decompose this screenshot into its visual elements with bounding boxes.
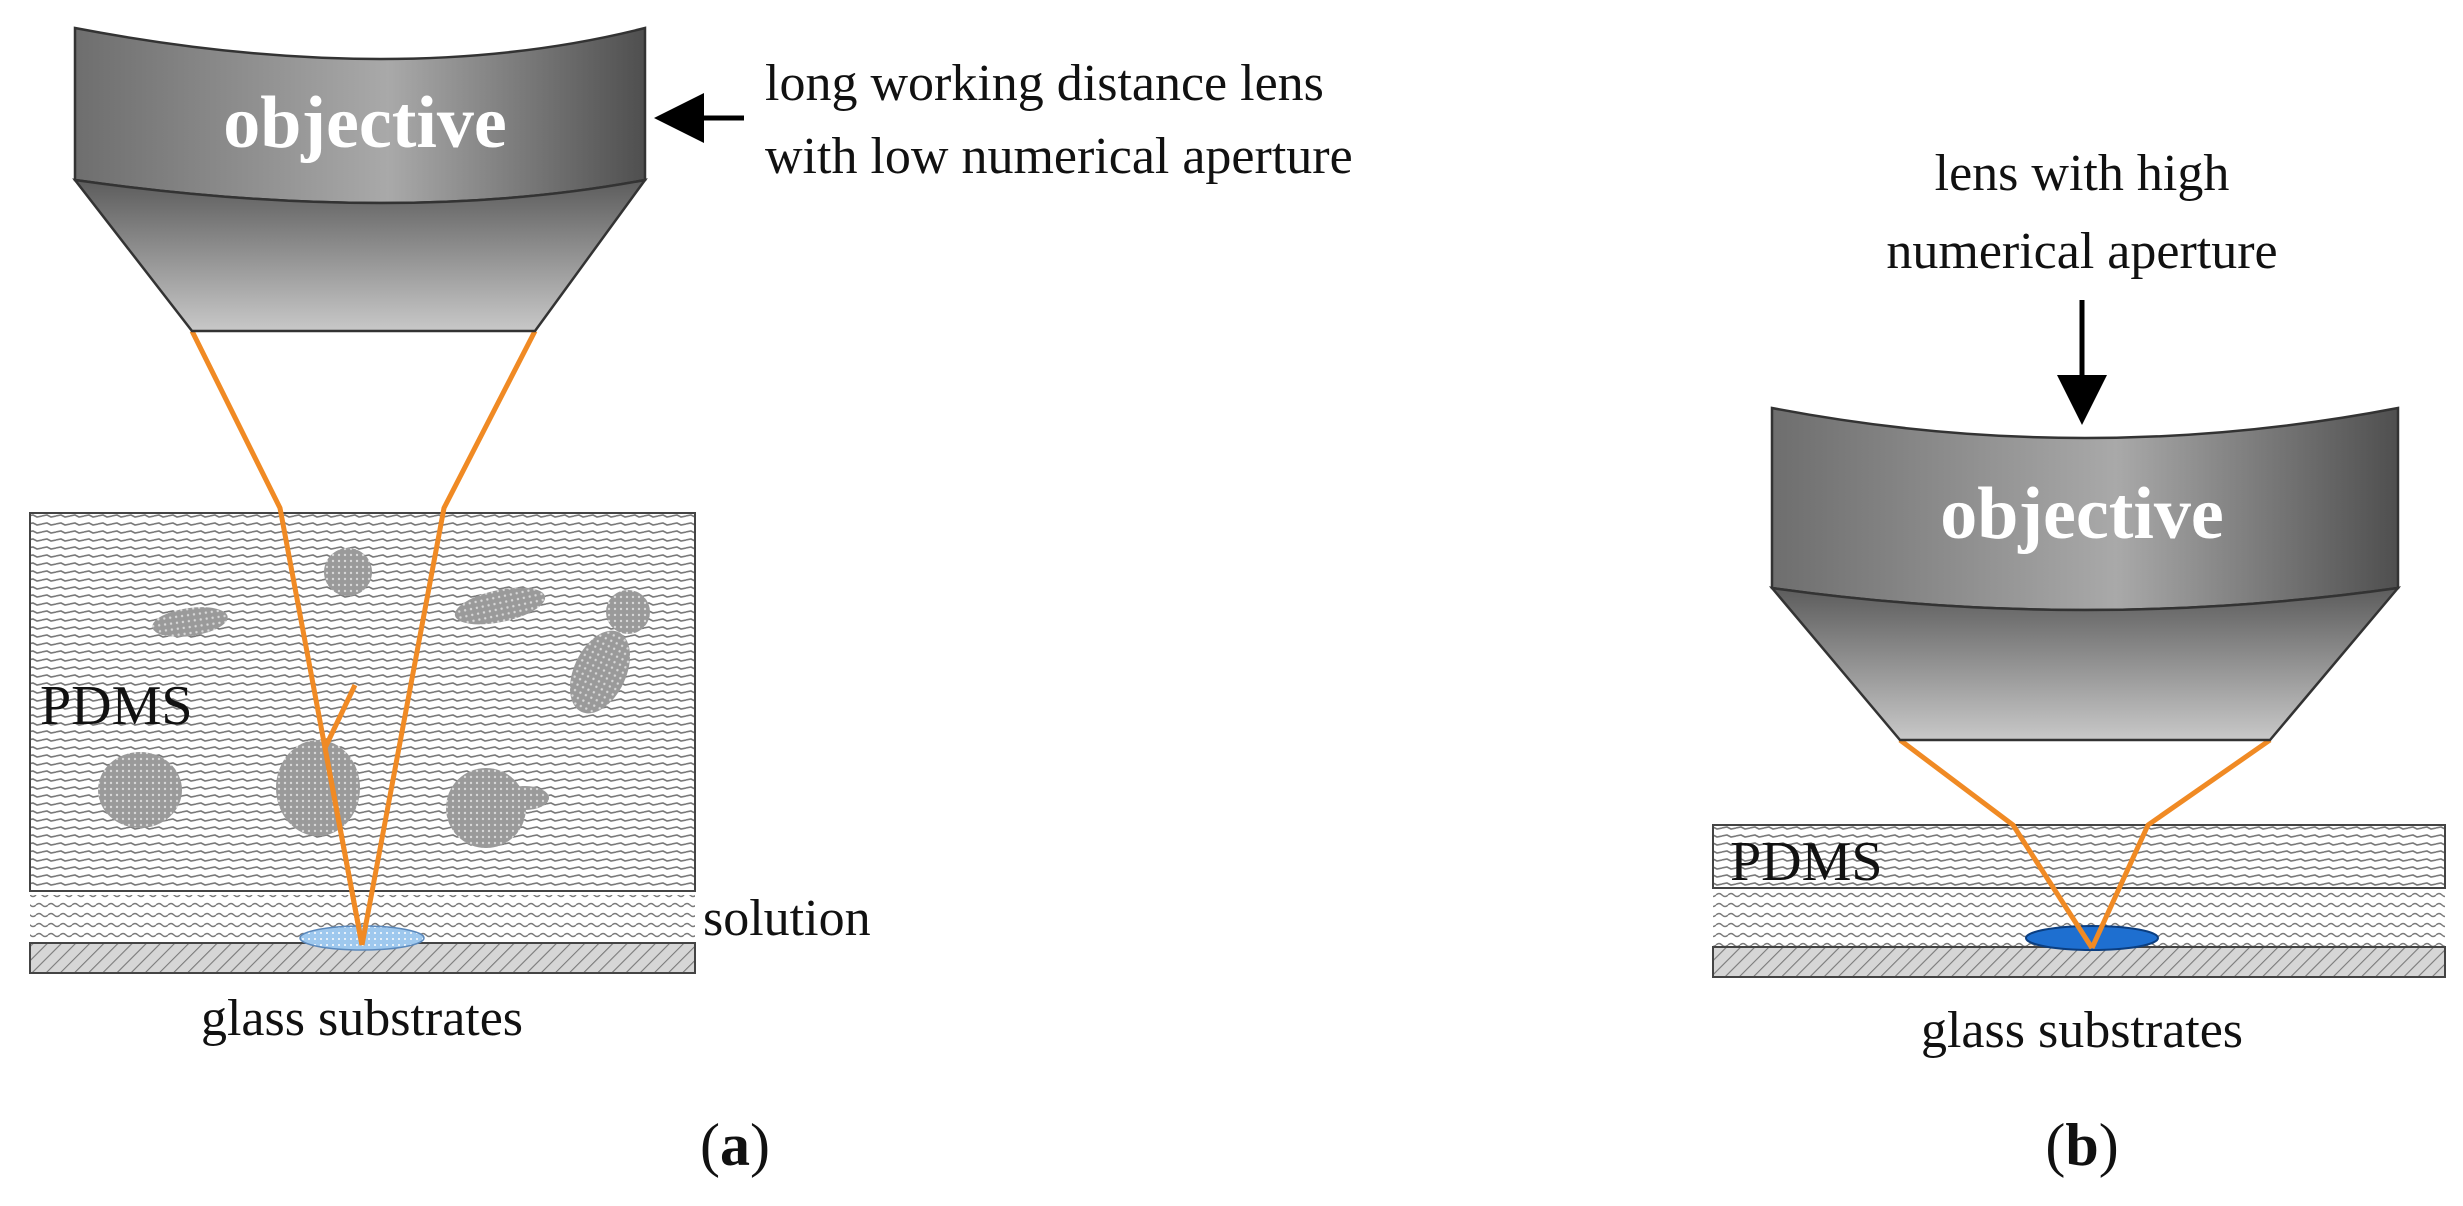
glass-label-b: glass substrates — [1921, 1002, 2243, 1059]
panel-a: objective long working distance lens wit… — [29, 26, 1353, 1178]
pdms-layer-b — [1712, 824, 2446, 889]
pdms-label-a: PDMS — [40, 675, 193, 737]
pdms-label-b: PDMS — [1730, 831, 1883, 893]
annotation-line1-b: lens with high — [1935, 145, 2230, 202]
panel-caption-b: (b) — [2045, 1112, 2118, 1178]
objective-lens-b: objective — [1768, 406, 2402, 742]
objective-label-b: objective — [1940, 473, 2224, 555]
solution-label-a: solution — [703, 890, 871, 947]
glass-substrate-b — [1712, 946, 2446, 978]
droplet-b — [2025, 925, 2159, 951]
panel-b: objective lens with high numerical apert… — [1712, 145, 2446, 1178]
objective-label-a: objective — [223, 82, 507, 164]
objective-lens-a: objective — [72, 26, 648, 333]
glass-label-a: glass substrates — [201, 990, 523, 1047]
annotation-line2-b: numerical aperture — [1886, 223, 2277, 280]
panel-caption-a: (a) — [700, 1112, 770, 1178]
pdms-particles-a — [98, 548, 650, 848]
light-beam-a — [189, 329, 538, 946]
annotation-line2-a: with low numerical aperture — [765, 128, 1353, 185]
light-beam-b — [1898, 737, 2272, 950]
annotation-line1-a: long working distance lens — [765, 55, 1324, 112]
